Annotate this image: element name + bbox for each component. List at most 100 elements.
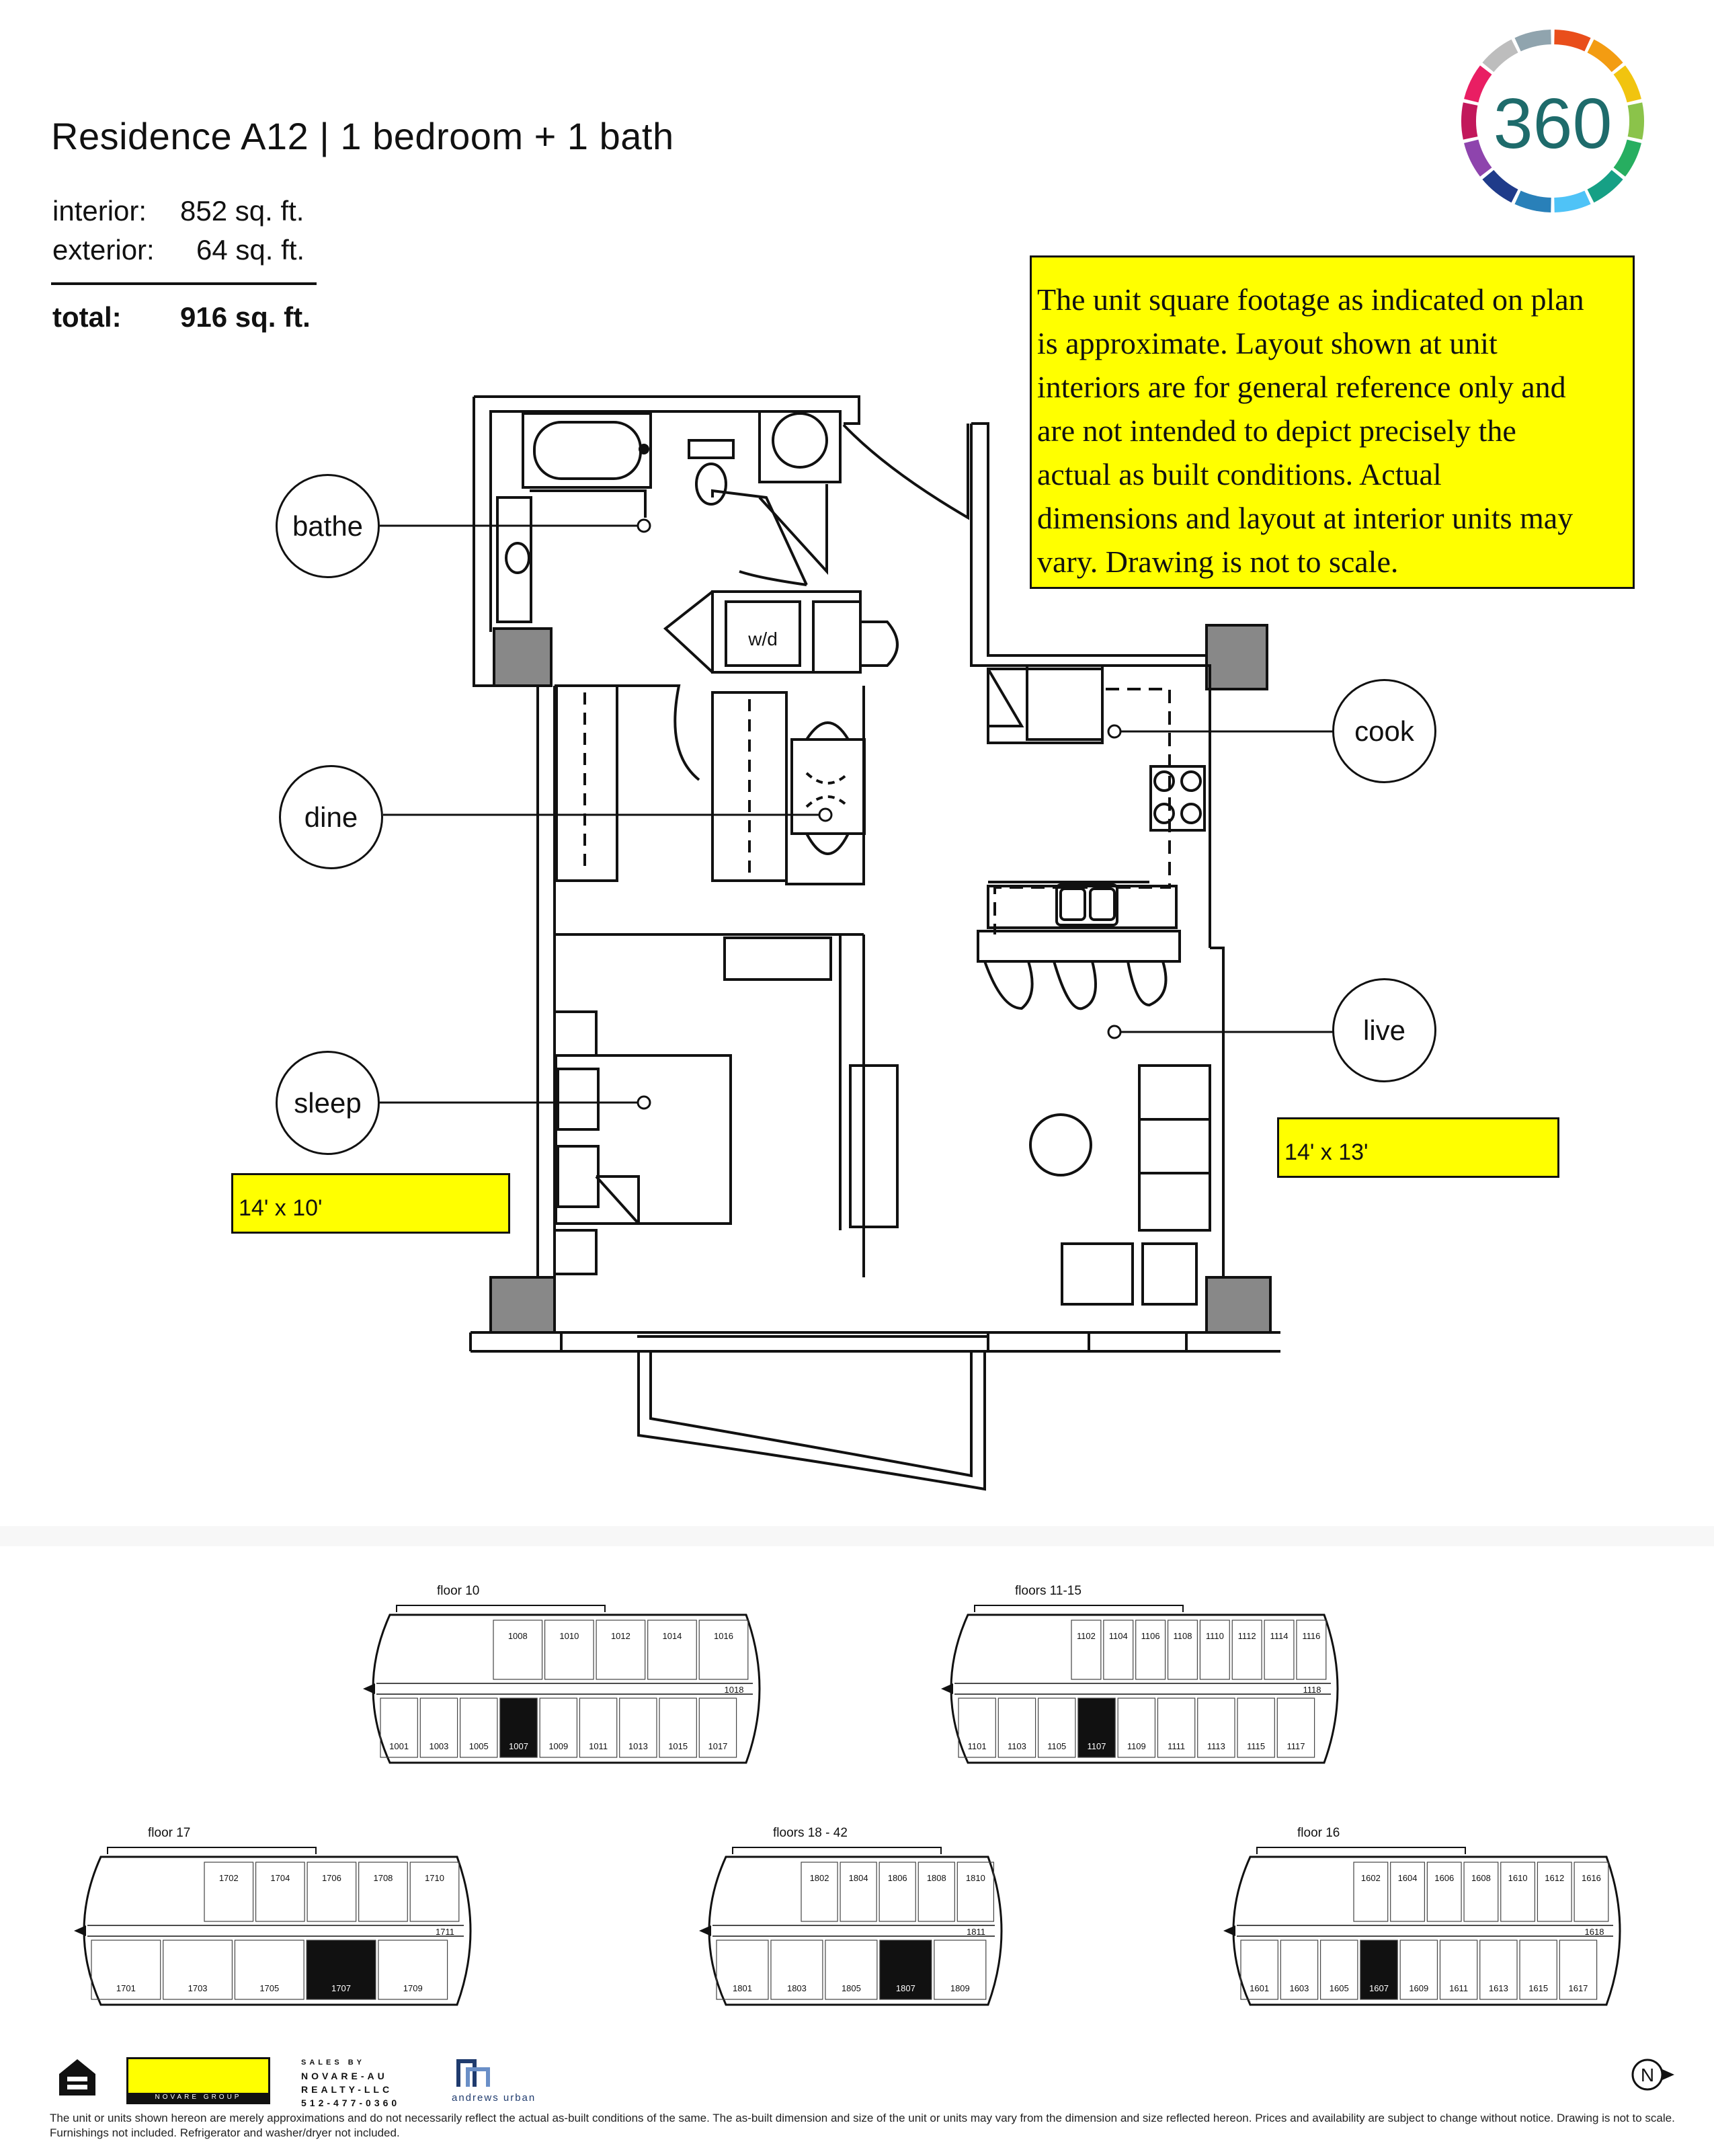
key-plan-unit-label: 1604 bbox=[1398, 1873, 1418, 1883]
key-plan-unit-label: 1611 bbox=[1449, 1983, 1468, 1993]
key-plan-unit bbox=[934, 1940, 987, 2000]
key-plan-unit bbox=[409, 1862, 460, 1922]
disclaimer-line: is approximate. Layout shown at unit bbox=[1037, 326, 1498, 360]
key-plan-unit-label: 1618 bbox=[1585, 1927, 1604, 1937]
key-plan-unit-label: 1707 bbox=[331, 1983, 351, 1993]
logo-ring-segment bbox=[1464, 139, 1492, 177]
key-plan-unit-label: 1801 bbox=[733, 1983, 752, 1993]
key-plan-unit bbox=[1103, 1620, 1134, 1680]
pillow-top bbox=[557, 1068, 600, 1131]
key-plan-unit bbox=[1264, 1620, 1295, 1680]
coffee-table bbox=[1029, 1113, 1092, 1176]
key-plan-unit-label: 1809 bbox=[950, 1983, 970, 1993]
column-nw bbox=[493, 627, 553, 687]
key-plan-title: floor 17 bbox=[148, 1826, 190, 1840]
closet-left bbox=[555, 684, 618, 882]
disclaimer-line: are not intended to depict precisely the bbox=[1037, 413, 1516, 448]
sales-line: REALTY-LLC bbox=[301, 2084, 393, 2095]
key-plan-unit-label: 1111 bbox=[1168, 1741, 1185, 1751]
key-plan-unit-label: 1017 bbox=[708, 1741, 727, 1751]
key-plan-unit-label: 1118 bbox=[1303, 1685, 1321, 1695]
key-plan-title: floors 11-15 bbox=[1015, 1584, 1082, 1598]
key-plan-unit-label: 1005 bbox=[469, 1741, 489, 1751]
key-plan-unit-label: 1704 bbox=[270, 1873, 290, 1883]
exterior-area-row: exterior:64 sq. ft. bbox=[52, 234, 304, 266]
brand-360-logo: 360 bbox=[1461, 30, 1644, 212]
key-plan-unit-highlight bbox=[879, 1940, 932, 2000]
logo-ring-segment bbox=[1553, 30, 1591, 52]
bedroom-shelf bbox=[723, 936, 832, 981]
disclaimer-box: The unit square footage as indicated on … bbox=[1030, 255, 1635, 589]
key-plan-unit bbox=[997, 1698, 1036, 1758]
key-plan-unit bbox=[647, 1620, 697, 1680]
key-plan-unit-label: 1807 bbox=[896, 1983, 915, 1993]
key-plan-unit-label: 1008 bbox=[508, 1631, 528, 1641]
key-plan-unit bbox=[1537, 1862, 1572, 1922]
key-plan-unit-label: 1012 bbox=[611, 1631, 630, 1641]
exterior-label: exterior: bbox=[52, 234, 155, 266]
key-plan-unit bbox=[698, 1698, 737, 1758]
key-plan-unit bbox=[1399, 1940, 1438, 2000]
sink-bath bbox=[505, 542, 530, 574]
sales-line: 512-477-0360 bbox=[301, 2098, 401, 2108]
key-plan-unit-label: 1701 bbox=[116, 1983, 136, 1993]
key-plan-unit bbox=[544, 1620, 594, 1680]
disclaimer-line: vary. Drawing is not to scale. bbox=[1037, 545, 1399, 579]
key-plan-unit-label: 1116 bbox=[1302, 1631, 1320, 1641]
key-plan-unit-label: 1710 bbox=[425, 1873, 444, 1883]
key-plan-unit bbox=[659, 1698, 697, 1758]
bath-door-swing bbox=[555, 684, 700, 781]
key-plan-unit-label: 1802 bbox=[810, 1873, 829, 1883]
toilet-bowl bbox=[695, 463, 727, 506]
key-plan-unit bbox=[1199, 1620, 1230, 1680]
key-plan-unit-label: 1114 bbox=[1270, 1631, 1289, 1641]
key-plan-unit-label: 1112 bbox=[1238, 1631, 1256, 1641]
sales-by-block: SALES BY NOVARE-AU REALTY-LLC 512-477-03… bbox=[301, 2056, 400, 2110]
key-plan-unit-label: 1708 bbox=[373, 1873, 393, 1883]
key-plan-unit-label: 1107 bbox=[1088, 1741, 1106, 1751]
key-plan-unit-label: 1001 bbox=[389, 1741, 409, 1751]
column-sw bbox=[489, 1276, 556, 1334]
key-plan-unit bbox=[1463, 1862, 1499, 1922]
key-plan-unit-label: 1117 bbox=[1287, 1741, 1305, 1751]
key-plan-unit-label: 1109 bbox=[1127, 1741, 1146, 1751]
novare-band-text: NOVARE GROUP bbox=[128, 2093, 268, 2102]
key-plan-unit-label: 1104 bbox=[1109, 1631, 1128, 1641]
wall-right-upper bbox=[971, 422, 1213, 657]
key-plan-unit bbox=[1117, 1698, 1156, 1758]
key-plan-unit bbox=[1237, 1698, 1275, 1758]
shower bbox=[758, 410, 842, 483]
total-label: total: bbox=[52, 301, 122, 333]
total-area-row: total:916 sq. ft. bbox=[52, 301, 311, 333]
key-plan-unit-label: 1602 bbox=[1361, 1873, 1381, 1883]
legal-footnote: The unit or units shown hereon are merel… bbox=[50, 2112, 1675, 2139]
key-plan-outline bbox=[950, 1613, 1339, 1764]
key-plan-unit bbox=[579, 1698, 618, 1758]
key-plan-unit bbox=[956, 1862, 995, 1922]
key-plan-unit bbox=[234, 1940, 304, 2000]
key-plan-outline bbox=[372, 1613, 761, 1764]
washer-dryer bbox=[725, 600, 801, 667]
key-plan-unit bbox=[619, 1698, 657, 1758]
key-plan-unit-label: 1705 bbox=[259, 1983, 279, 1993]
key-plan-unit bbox=[879, 1862, 916, 1922]
key-plan-unit-label: 1601 bbox=[1250, 1983, 1269, 1993]
interior-value: 852 sq. ft. bbox=[180, 195, 304, 227]
key-plan-unit-label: 1015 bbox=[668, 1741, 688, 1751]
wall-top bbox=[474, 395, 860, 425]
key-plan-unit bbox=[770, 1940, 823, 2000]
key-plan-unit-label: 1605 bbox=[1330, 1983, 1349, 1993]
key-plan-unit-label: 1616 bbox=[1582, 1873, 1601, 1883]
key-plan-unit bbox=[1353, 1862, 1389, 1922]
key-plan-unit-label: 1808 bbox=[927, 1873, 946, 1883]
sales-line: NOVARE-AU bbox=[301, 2071, 388, 2081]
key-plan-unit-label: 1013 bbox=[628, 1741, 648, 1751]
andrews-urban-icon bbox=[456, 2059, 490, 2087]
key-plan-unit bbox=[1167, 1620, 1198, 1680]
key-plan-unit bbox=[1157, 1698, 1196, 1758]
